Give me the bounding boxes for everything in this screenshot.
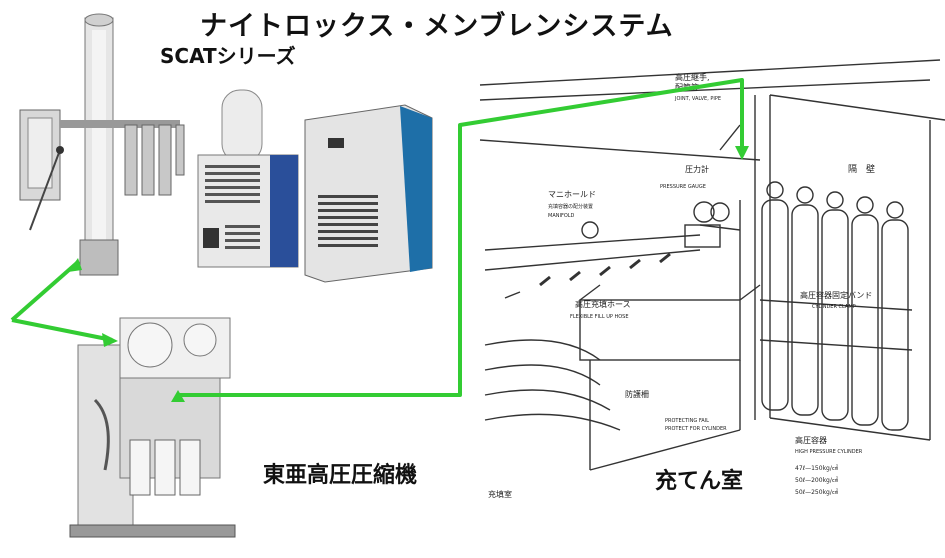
label-clamp-en: CYLINDER CLAMP	[812, 304, 856, 310]
label-manifold-jp: マニホールド	[548, 190, 596, 199]
label-cylinder-jp: 高圧容器	[795, 435, 827, 445]
label-spec-3: 50ℓ—250kg/㎠	[795, 488, 838, 496]
label-clamp-jp: 高圧容器固定バンド	[800, 290, 872, 300]
system-title: ナイトロックス・メンブレンシステム	[200, 11, 674, 42]
drawing-labels: 高圧継手, 配管等 JOINT, VALVE, PIPE 圧力計 PRESSUR…	[488, 72, 875, 499]
label-protect-en1: PROTECTING FAIL	[665, 418, 709, 424]
label-wall: 隔 壁	[848, 163, 875, 175]
label-room: 充填室	[488, 489, 512, 499]
arrow-heads	[68, 146, 749, 402]
label-manifold-jp2: 充填容器の配分装置	[548, 203, 593, 210]
fill-room-drawing	[479, 59, 945, 471]
label-hose-jp: 高圧充填ホース	[575, 299, 631, 309]
label-manifold-en: MANIFOLD	[548, 213, 575, 219]
dryer-unit	[197, 154, 299, 268]
label-gauge-jp: 圧力計	[685, 164, 709, 174]
label-gauge-en: PRESSURE GAUGE	[660, 184, 706, 190]
fill-room-caption: 充てん室	[655, 469, 744, 494]
label-protect-en2: PROTECT FOR CYLINDER	[665, 426, 727, 432]
label-piping-en: JOINT, VALVE, PIPE	[674, 96, 721, 102]
arrow-left-to-compressor	[11, 318, 113, 342]
arrowhead-fill-room	[735, 146, 749, 160]
compressor-caption: 東亜高圧圧縮機	[263, 463, 418, 488]
arrow-membrane-to-left	[10, 260, 80, 322]
label-protect-jp: 防護柵	[625, 389, 649, 399]
label-cylinder-en: HIGH PRESSURE CYLINDER	[795, 449, 863, 455]
high-pressure-compressor	[69, 317, 236, 538]
label-hose-en: FLEXIBLE FILL UP HOSE	[570, 314, 629, 320]
arrowhead-compressor-in	[102, 333, 118, 347]
series-subtitle: SCATシリーズ	[160, 44, 296, 68]
label-spec-1: 47ℓ—150kg/㎠	[795, 464, 838, 472]
arrowhead-membrane	[68, 258, 82, 272]
air-tank	[221, 89, 263, 163]
membrane-unit	[19, 13, 185, 276]
label-spec-2: 50ℓ—200kg/㎠	[795, 476, 838, 484]
compressor-cabinet	[304, 104, 433, 283]
label-piping-jp: 高圧継手,	[675, 72, 710, 82]
arrowhead-compressor-out	[171, 390, 185, 402]
